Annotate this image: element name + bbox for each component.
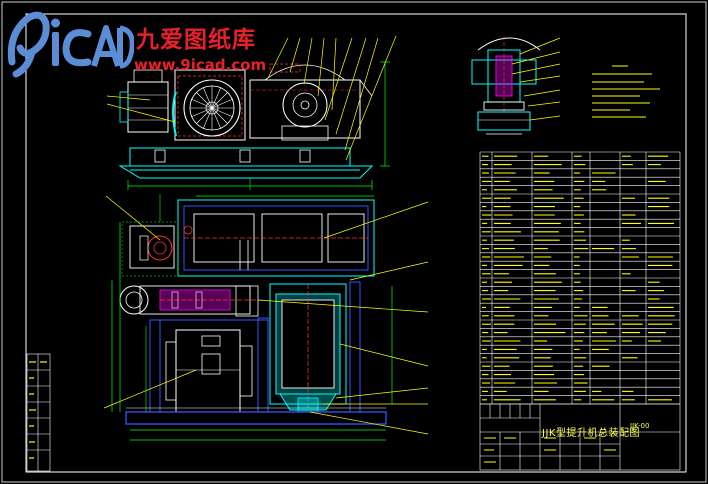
title-block-text — [484, 437, 616, 463]
technical-notes — [592, 65, 660, 118]
top-view-leaders — [106, 35, 397, 161]
drawing-frame — [25, 13, 687, 473]
bottom-plan-view — [111, 194, 393, 441]
logo-9icad-icon — [7, 11, 134, 78]
detail-view-leaders — [511, 37, 561, 121]
top-elevation-view — [118, 61, 390, 190]
drawing-title: JJK型提升机总装配图 — [542, 428, 640, 439]
detail-view — [471, 36, 541, 135]
revision-block-text — [29, 361, 47, 459]
title-block — [479, 403, 681, 471]
parts-list-table — [479, 151, 681, 405]
revision-block — [26, 353, 51, 472]
watermark-url: www.9icad.com — [134, 56, 267, 74]
plan-view-leaders — [103, 195, 429, 435]
drawing-code: JJK-00 — [630, 422, 650, 430]
watermark-title: 九爱图纸库 — [136, 27, 256, 53]
